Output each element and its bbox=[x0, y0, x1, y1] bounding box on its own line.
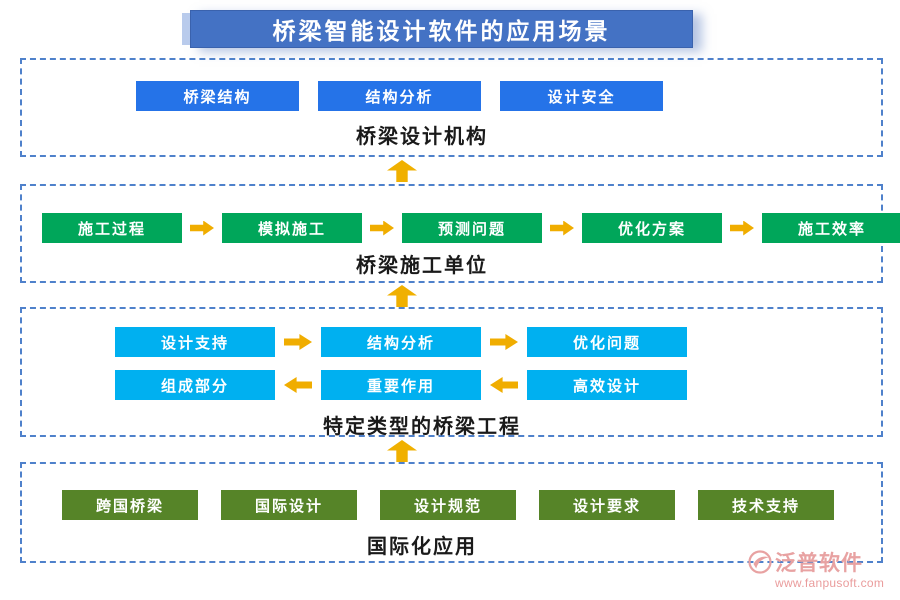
node-structure-analysis: 结构分析 bbox=[321, 327, 481, 357]
node-optimize-plan: 优化方案 bbox=[582, 213, 722, 243]
node-important-role: 重要作用 bbox=[321, 370, 481, 400]
up-arrow-icon bbox=[387, 440, 417, 462]
section-label: 桥梁施工单位 bbox=[356, 255, 488, 277]
node-design-safety: 设计安全 bbox=[500, 81, 663, 111]
section-label: 特定类型的桥梁工程 bbox=[323, 416, 521, 438]
node-transnational-bridge: 跨国桥梁 bbox=[62, 490, 198, 520]
left-arrow-icon bbox=[284, 377, 312, 393]
node-row-forward: 设计支持 结构分析 优化问题 bbox=[115, 327, 687, 357]
node-predict-problems: 预测问题 bbox=[402, 213, 542, 243]
vendor-name: 泛普软件 bbox=[775, 551, 863, 575]
node-design-requirements: 设计要求 bbox=[539, 490, 675, 520]
node-design-specifications: 设计规范 bbox=[380, 490, 516, 520]
left-arrow-icon bbox=[490, 377, 518, 393]
diagram-title-text: 桥梁智能设计软件的应用场景 bbox=[272, 18, 611, 44]
section-bridge-construction-unit: 施工过程 模拟施工 预测问题 优化方案 施工效率 桥梁施工单位 bbox=[20, 184, 900, 283]
node-international-design: 国际设计 bbox=[221, 490, 357, 520]
right-arrow-icon bbox=[550, 220, 574, 236]
node-row: 跨国桥梁 国际设计 设计规范 设计要求 技术支持 bbox=[62, 490, 834, 520]
right-arrow-icon bbox=[730, 220, 754, 236]
up-arrow-icon bbox=[387, 285, 417, 307]
diagram-title: 桥梁智能设计软件的应用场景 bbox=[190, 10, 693, 48]
node-structure-analysis: 结构分析 bbox=[318, 81, 481, 111]
right-arrow-icon bbox=[370, 220, 394, 236]
up-arrow-icon bbox=[387, 160, 417, 182]
node-construction-efficiency: 施工效率 bbox=[762, 213, 900, 243]
node-component-parts: 组成部分 bbox=[115, 370, 275, 400]
node-efficient-design: 高效设计 bbox=[527, 370, 687, 400]
section-international-application: 跨国桥梁 国际设计 设计规范 设计要求 技术支持 国际化应用 bbox=[20, 462, 883, 563]
vendor-logo-top: 泛普软件 bbox=[748, 547, 898, 577]
node-row: 桥梁结构 结构分析 设计安全 bbox=[136, 81, 663, 111]
section-specific-bridge-engineering: 设计支持 结构分析 优化问题 组成部分 重要作用 高效设计 特定类型的桥梁工程 bbox=[20, 307, 883, 438]
right-arrow-icon bbox=[190, 220, 214, 236]
section-bridge-design-institution: 桥梁结构 结构分析 设计安全 桥梁设计机构 bbox=[20, 58, 883, 157]
node-design-support: 设计支持 bbox=[115, 327, 275, 357]
node-row: 施工过程 模拟施工 预测问题 优化方案 施工效率 bbox=[42, 213, 900, 243]
node-technical-support: 技术支持 bbox=[698, 490, 834, 520]
node-bridge-structure: 桥梁结构 bbox=[136, 81, 299, 111]
node-row-backward: 组成部分 重要作用 高效设计 bbox=[115, 370, 687, 400]
right-arrow-icon bbox=[284, 334, 312, 350]
section-label: 桥梁设计机构 bbox=[356, 126, 488, 148]
node-simulate-construction: 模拟施工 bbox=[222, 213, 362, 243]
section-label: 国际化应用 bbox=[367, 536, 477, 558]
vendor-url: www.fanpusoft.com bbox=[775, 576, 885, 590]
node-optimize-problems: 优化问题 bbox=[527, 327, 687, 357]
right-arrow-icon bbox=[490, 334, 518, 350]
vendor-logo: 泛普软件 www.fanpusoft.com bbox=[748, 547, 898, 590]
node-construction-process: 施工过程 bbox=[42, 213, 182, 243]
fanpu-logo-icon bbox=[748, 550, 772, 574]
